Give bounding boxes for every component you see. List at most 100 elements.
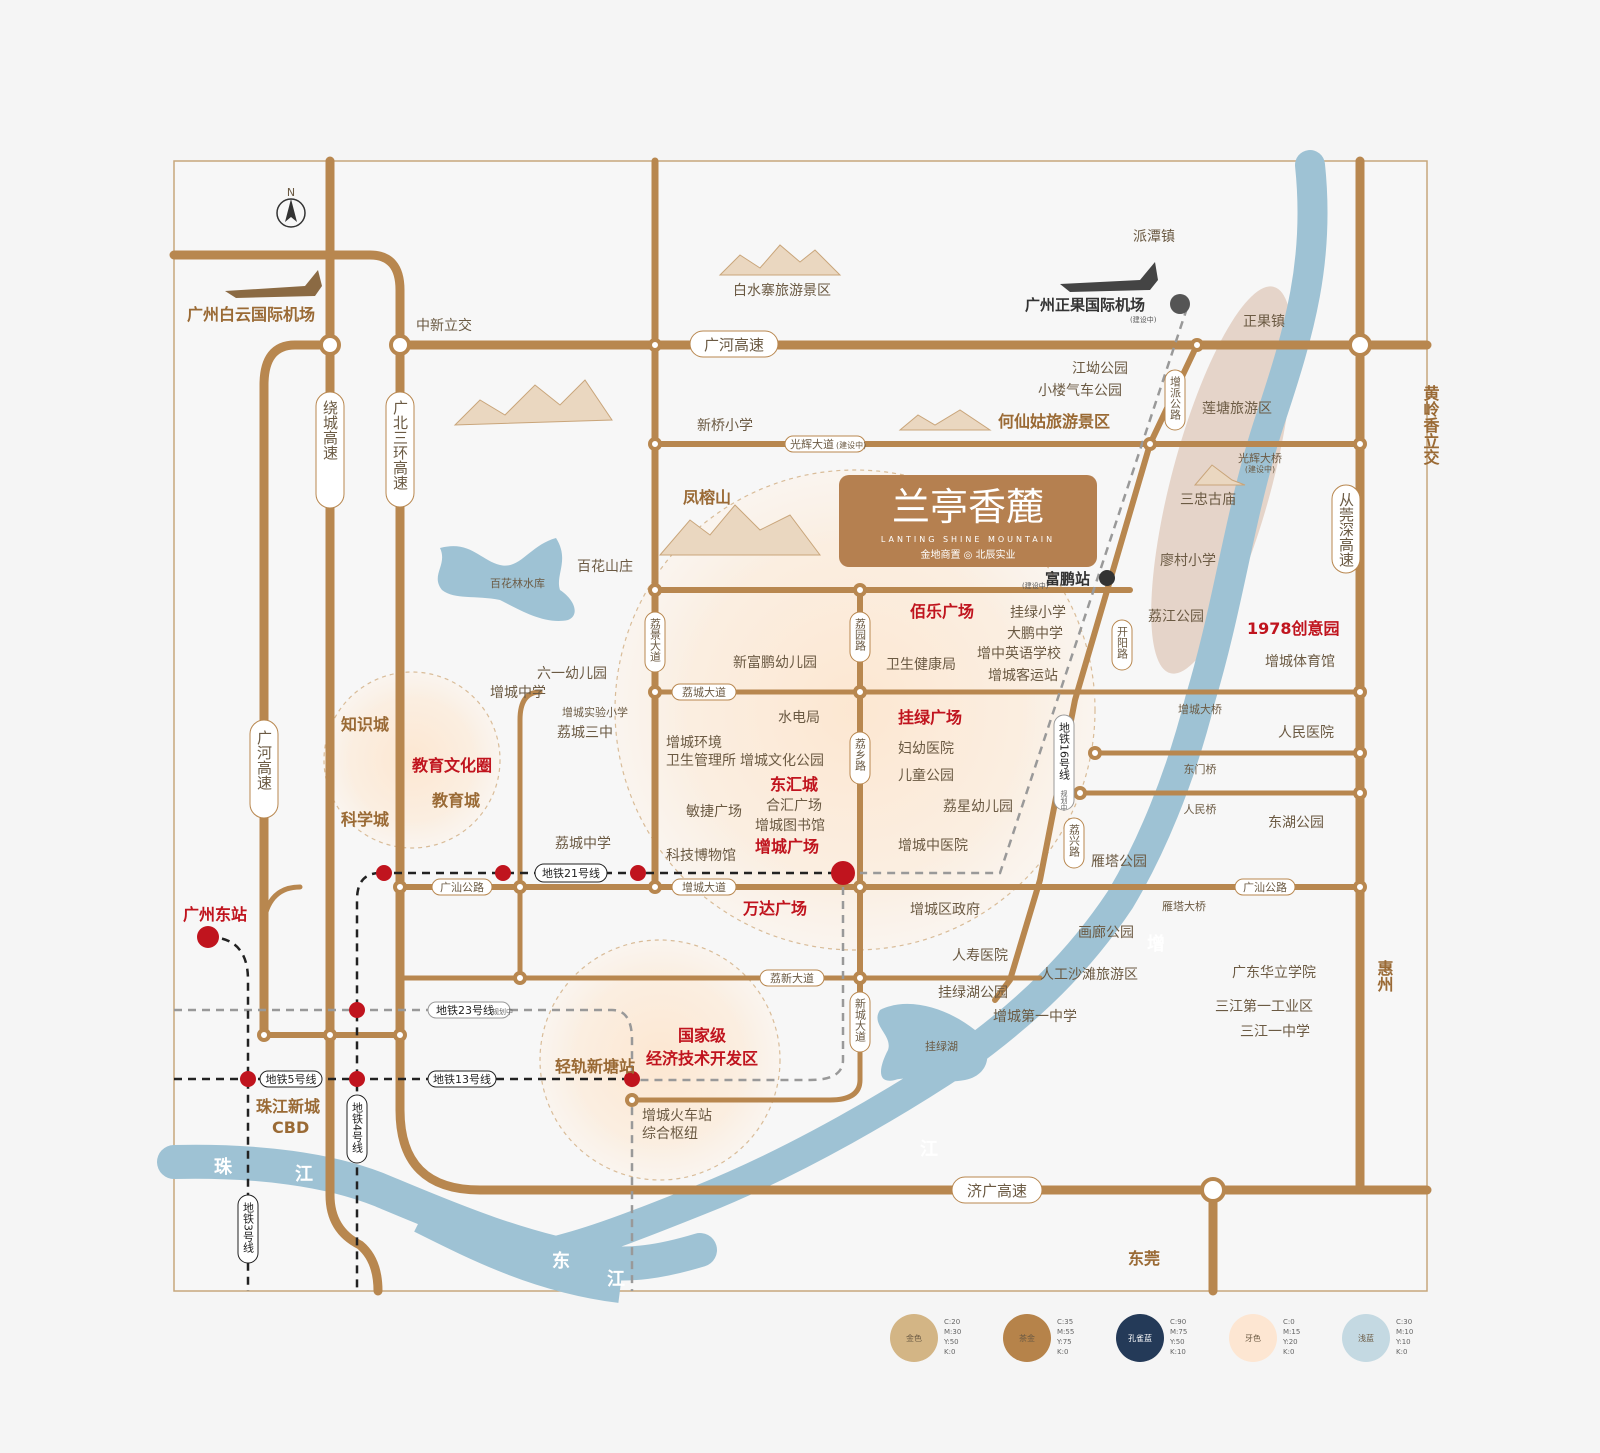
development-zone	[539, 939, 781, 1181]
place-label: 荔星幼儿园	[943, 799, 1013, 815]
place-label: 正果镇	[1243, 314, 1285, 330]
place-label: 珠江新城	[256, 1097, 320, 1116]
road-label: 黄岭香立交	[1421, 384, 1441, 466]
road-labels: 广河高速 济广高速 黄岭香立交 从莞深高速 绕城高速 广北三环高速 广河高速 中…	[249, 317, 1441, 1204]
metro-label: 地铁23号线	[436, 1003, 494, 1017]
road-label: 荔城大道	[682, 685, 726, 699]
place-label: CBD	[272, 1118, 309, 1137]
swatch-circle	[1229, 1314, 1277, 1362]
airplane-icon	[225, 270, 322, 298]
mountain-icon	[453, 244, 1246, 556]
road-label: 人民桥	[1184, 803, 1217, 816]
project-logo-box	[839, 475, 1097, 567]
place-label: 廖村小学	[1160, 552, 1216, 569]
place-label: 佰乐广场	[910, 602, 974, 621]
metro-label: 地铁5号线	[266, 1072, 317, 1086]
road-label: 济广高速	[967, 1182, 1027, 1200]
road-label-note: (建设中)	[836, 440, 866, 450]
metro-line-16	[860, 307, 1189, 875]
swatch-name: 牙色	[1245, 1333, 1261, 1343]
swatch-circle	[1003, 1314, 1051, 1362]
swatch-cmyk: Y:20	[1282, 1338, 1298, 1346]
place-label: 荔城中学	[555, 836, 611, 852]
baihua-lake	[437, 538, 575, 621]
road-label: 雁塔大桥	[1162, 899, 1206, 913]
road-label-note: (建设中)	[1245, 464, 1275, 474]
swatch-name: 孔雀蓝	[1128, 1333, 1152, 1343]
place-label: 广东华立学院	[1232, 965, 1316, 981]
road-label: 广北三环高速	[391, 400, 409, 491]
swatch-name: 浅蓝	[1358, 1333, 1374, 1343]
road-label: 广汕公路	[1243, 881, 1287, 894]
road-label: 光辉大道	[790, 437, 834, 451]
place-label: 教育城	[432, 791, 480, 810]
metro-label: 地铁4号线	[351, 1102, 364, 1153]
road-label: 绕城高速	[321, 400, 339, 461]
road-label: 荔景大道	[649, 618, 662, 662]
place-label: 水电局	[778, 710, 820, 726]
education-zone	[323, 671, 501, 849]
place-label: 东汇城	[770, 775, 818, 794]
swatch-cmyk: Y:10	[1395, 1338, 1411, 1346]
place-label: 挂绿湖	[925, 1039, 958, 1053]
road-label: 增城大桥	[1178, 702, 1222, 716]
metro-line-23	[174, 1008, 634, 1291]
road-label: 荔乡路	[854, 738, 867, 772]
junctions	[257, 333, 1372, 1203]
place-label: 卫生管理所	[666, 753, 736, 769]
place-label: 三江第一工业区	[1215, 998, 1313, 1015]
place-label: 何仙姑旅游景区	[998, 412, 1110, 431]
metro-label: 地铁13号线	[433, 1072, 491, 1086]
place-label: 荔江公园	[1148, 609, 1204, 625]
swatch-cmyk: K:0	[1057, 1348, 1068, 1356]
metro-label: 地铁21号线	[542, 866, 600, 880]
swatch-cmyk: M:55	[1057, 1328, 1074, 1336]
compass-icon: N	[276, 186, 306, 228]
river-label: 增	[1147, 933, 1165, 955]
road-label: 开阳路	[1116, 626, 1129, 660]
swatch-cmyk: M:10	[1396, 1328, 1413, 1336]
road-label: 广河高速	[255, 730, 273, 791]
road-label: 增城大道	[682, 880, 726, 894]
place-label-note: (建设中)	[1130, 315, 1157, 324]
dongjiang-river	[414, 1208, 622, 1303]
place-label: 小楼气车公园	[1038, 382, 1122, 399]
color-swatches: 金色C:20M:30Y:50K:0茶金C:35M:55Y:75K:0孔雀蓝C:9…	[890, 1314, 1413, 1362]
place-label: 万达广场	[742, 899, 807, 918]
place-label: 增城客运站	[988, 667, 1058, 684]
place-label: 增城区政府	[910, 902, 980, 918]
place-label: 人工沙滩旅游区	[1040, 967, 1138, 983]
airplane-icon	[1060, 262, 1158, 292]
place-label: 三江一中学	[1240, 1024, 1310, 1040]
place-label: 国家级	[678, 1026, 727, 1045]
swatch-cmyk: C:20	[944, 1318, 960, 1326]
project-title: 兰亭香麓	[892, 485, 1044, 529]
road-label: 荔兴路	[1068, 824, 1081, 858]
project-developer: 金地商置 ◎ 北辰实业	[920, 548, 1015, 561]
place-label: 百花山庄	[577, 558, 633, 575]
project-subtitle: LANTING SHINE MOUNTAIN	[881, 535, 1055, 544]
place-label: 画廊公园	[1078, 924, 1134, 941]
road-label: 光辉大桥	[1238, 451, 1282, 465]
place-label: 挂绿湖公园	[938, 985, 1008, 1001]
swatch-cmyk: C:90	[1170, 1318, 1186, 1326]
road-label: 广河高速	[704, 336, 764, 354]
place-label: 卫生健康局	[886, 656, 956, 673]
place-label: 新富鹏幼儿园	[733, 654, 817, 671]
place-label: 妇幼医院	[898, 740, 954, 757]
place-label: 综合枢纽	[642, 1126, 698, 1142]
place-label: 经济技术开发区	[646, 1049, 758, 1068]
metro-label-note: 规划中	[1060, 789, 1068, 812]
place-label: 人寿医院	[952, 947, 1008, 964]
river-label: 江	[920, 1139, 938, 1160]
ring-expressway	[325, 156, 383, 1296]
metro-labels: 地铁21号线 地铁23号线 规划中 地铁5号线 地铁13号线 地铁4号线 地铁3…	[237, 714, 1075, 1264]
place-label: 增城图书馆	[755, 818, 825, 834]
road-label: 广汕公路	[440, 881, 484, 894]
place-label: 富鹏站	[1045, 570, 1090, 588]
place-label: 1978创意园	[1247, 619, 1340, 638]
place-label: 百花林水库	[490, 576, 545, 590]
place-label: 惠州	[1375, 959, 1395, 992]
place-label: 广州东站	[183, 905, 247, 924]
place-label: 莲塘旅游区	[1202, 401, 1272, 417]
